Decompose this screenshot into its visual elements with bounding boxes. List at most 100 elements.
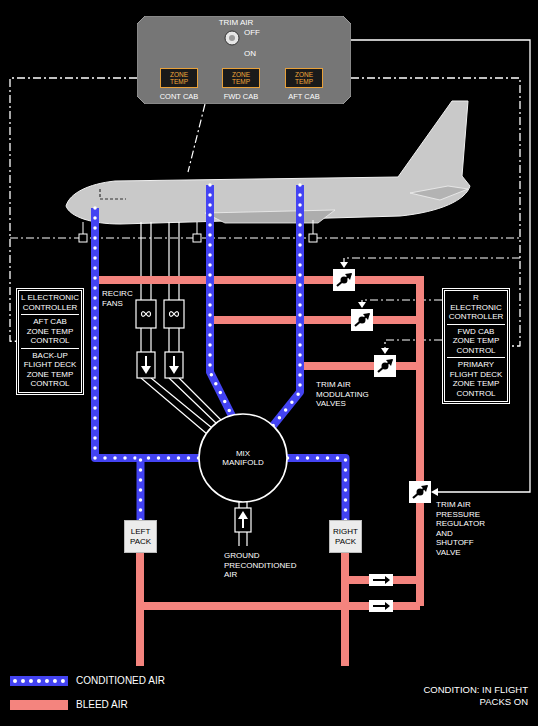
valve-body	[351, 309, 373, 331]
cockpit-outline	[100, 189, 126, 199]
connector-group	[351, 78, 520, 346]
control-line	[344, 258, 520, 262]
valve-symbol	[333, 269, 355, 291]
conditioned-air-ducts	[95, 185, 300, 458]
arrowhead	[431, 488, 438, 496]
connector-group	[141, 458, 200, 520]
control-line	[362, 300, 442, 302]
check-box	[165, 352, 183, 378]
bleed-duct	[341, 550, 349, 666]
fan-box	[164, 300, 184, 328]
legend-text: BLEED AIR	[76, 699, 128, 711]
control-arrowheads	[340, 262, 389, 354]
duct	[210, 185, 232, 416]
zone-temp-light: ZONE TEMPCONT CAB	[154, 68, 204, 101]
valve-disc	[382, 363, 389, 370]
switch-line	[351, 40, 530, 492]
control-wire	[351, 78, 520, 346]
zone-temp-light: ZONE TEMP FWD CAB	[216, 68, 266, 101]
legend-row: CONDITIONED AIR	[10, 676, 210, 700]
valve-disc	[359, 317, 366, 324]
switch-knob	[229, 35, 235, 41]
manifold-circle	[199, 414, 287, 502]
valve-body	[409, 481, 431, 503]
valve-stem	[413, 486, 427, 498]
conditioned-air-duct	[287, 458, 346, 520]
bleed-duct	[210, 316, 420, 324]
valve-symbol	[374, 355, 396, 377]
check-valve	[369, 574, 393, 586]
arrowhead	[358, 302, 366, 308]
switch-wire	[351, 40, 530, 496]
duct-dots	[272, 185, 300, 427]
recirc-line	[141, 222, 179, 300]
zone-name: AFT CAB	[279, 92, 329, 101]
duct	[272, 185, 300, 427]
duct-dots	[210, 185, 232, 416]
check-valve-body	[369, 574, 393, 586]
duct	[95, 208, 200, 458]
legend-swatch	[10, 700, 68, 710]
pack-box: LEFT PACK	[124, 520, 157, 553]
connector-group	[287, 458, 346, 520]
control-line	[188, 104, 205, 172]
temp-sensor	[79, 234, 87, 242]
controller-text: AFT CAB ZONE TEMP CONTROL	[21, 314, 79, 346]
duct-dots	[95, 208, 200, 458]
callout-label: RECIRC FANS	[102, 289, 142, 308]
fan-box	[136, 300, 156, 328]
valve-body	[333, 269, 355, 291]
valve-stem	[337, 274, 351, 286]
valve-body	[374, 355, 396, 377]
flow-arrow	[169, 366, 179, 374]
panel-label: ON	[244, 49, 256, 59]
conditioned-air-duct	[141, 458, 200, 520]
fan-symbol	[170, 312, 179, 317]
ground-air-connection	[235, 498, 251, 546]
fan-symbol	[142, 312, 151, 317]
check-valve-arrow	[373, 579, 386, 581]
manifold-label: MIX MANIFOLD	[215, 449, 271, 468]
airplane	[66, 101, 470, 224]
indicator-box: ZONE TEMP	[160, 68, 198, 88]
valve-stem	[355, 314, 369, 326]
legend-swatch	[10, 676, 68, 686]
mix-manifold: MIX MANIFOLD	[198, 413, 288, 503]
control-panel: TRIM AIROFFONZONE TEMPCONT CABZONE TEMPF…	[137, 16, 351, 104]
callout-label: TRIM AIR PRESSURE REGULATOR AND SHUTOFF …	[436, 500, 488, 557]
legend-row: BLEED AIR	[10, 700, 210, 724]
duct-dots	[287, 458, 346, 520]
check-valve-arrow	[385, 576, 390, 584]
check-valve-arrow	[385, 602, 390, 610]
panel-label: TRIM AIR	[201, 18, 271, 28]
check-valve-body	[369, 600, 393, 612]
controller-text: PRIMARY FLIGHT DECK ZONE TEMP CONTROL	[447, 357, 505, 398]
check-box	[137, 352, 155, 378]
indicator-text: ZONE TEMP	[166, 71, 192, 85]
zone-sensors	[79, 220, 317, 242]
controller-text: BACK-UP FLIGHT DECK ZONE TEMP CONTROL	[21, 348, 79, 389]
check-box	[235, 508, 251, 532]
temp-sensor	[193, 234, 201, 242]
pack-label: RIGHT PACK	[331, 527, 360, 546]
zone-name: FWD CAB	[216, 92, 266, 101]
panel-face	[137, 16, 351, 104]
flow-arrow	[242, 518, 244, 528]
valve-disc	[341, 277, 348, 284]
control-line	[385, 340, 442, 348]
panel-label: OFF	[244, 28, 260, 38]
bleed-air-lines	[95, 280, 420, 666]
legend-text: CONDITIONED AIR	[76, 675, 165, 687]
callout-label: GROUND PRECONDITIONED AIR	[224, 551, 302, 580]
flow-arrow	[141, 366, 151, 374]
pack-label: LEFT PACK	[126, 527, 155, 546]
valve-stem	[378, 360, 392, 372]
indicator-box: ZONE TEMP	[222, 68, 260, 88]
sensor-lead	[83, 220, 313, 234]
wing	[205, 210, 335, 223]
flow-arrow	[238, 511, 248, 519]
arrowhead	[381, 348, 389, 354]
indicator-box: ZONE TEMP	[285, 68, 323, 88]
pack-box: RIGHT PACK	[329, 520, 362, 553]
controller-text: R ELECTRONIC CONTROLLER	[447, 293, 505, 322]
